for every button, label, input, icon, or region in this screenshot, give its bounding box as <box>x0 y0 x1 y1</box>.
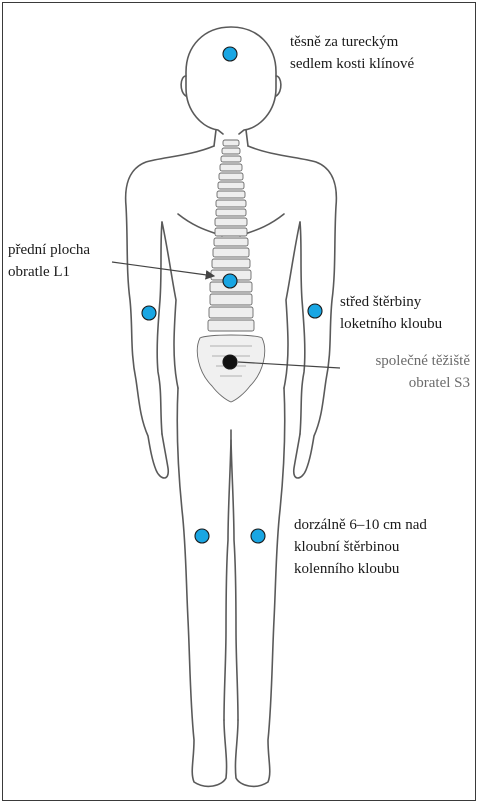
sella-label: těsně za tureckým sedlem kosti klínové <box>290 31 414 75</box>
left-knee-marker <box>195 529 209 543</box>
left-elbow-marker <box>142 306 156 320</box>
l1-marker <box>223 274 237 288</box>
center-of-gravity-label: společné těžiště obratel S3 <box>328 350 470 394</box>
knee-label: dorzálně 6–10 cm nad kloubní štěrbinou k… <box>294 514 427 580</box>
center-of-gravity-marker <box>223 355 237 369</box>
right-knee-marker <box>251 529 265 543</box>
elbow-label: střed štěrbiny loketního kloubu <box>340 291 442 335</box>
l1-label: přední plocha obratle L1 <box>8 239 90 283</box>
sella-marker <box>223 47 237 61</box>
right-elbow-marker <box>308 304 322 318</box>
